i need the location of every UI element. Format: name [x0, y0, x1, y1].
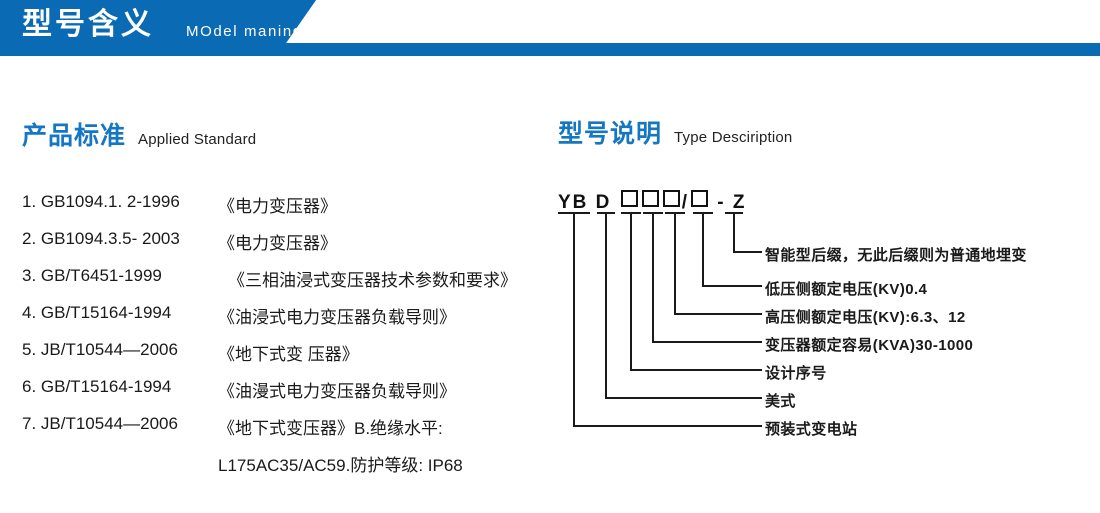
banner-title: 型号含义: [22, 8, 154, 41]
standard-name: 《电力变压器》: [218, 234, 337, 253]
leader-lines: [558, 212, 762, 427]
section-heading-type: 型号说明 Type Desciription: [558, 114, 792, 150]
list-item: 5. JB/T10544—2006 《地下式变 压器》: [22, 340, 552, 377]
model-label-lv-voltage: 低压侧额定电压(KV)0.4: [765, 281, 928, 298]
standard-name: 《三相油浸式变压器技术参数和要求》: [228, 271, 517, 290]
standard-name: 《油浸式电力变压器负载导则》: [218, 308, 456, 327]
list-item: 4. GB/T15164-1994 《油浸式电力变压器负载导则》: [22, 303, 552, 340]
standard-code: 2. GB1094.3.5- 2003: [22, 229, 180, 248]
standard-code: 6. GB/T15164-1994: [22, 377, 172, 396]
list-item: 7. JB/T10544—2006 《地下式变压器》B.绝缘水平:: [22, 414, 552, 451]
model-label-hv-voltage: 高压侧额定电压(KV):6.3、12: [765, 309, 966, 326]
model-label-rated-capacity: 变压器额定容易(KVA)30-1000: [765, 337, 974, 354]
list-item: 3. GB/T6451-1999 《三相油浸式变压器技术参数和要求》: [22, 266, 552, 303]
model-label-design-serial: 设计序号: [765, 365, 827, 382]
standard-name: 《电力变压器》: [218, 197, 337, 216]
section-heading-type-cn: 型号说明: [558, 120, 663, 148]
model-label-prefab-substation: 预装式变电站: [765, 421, 858, 438]
standard-code: 7. JB/T10544—2006: [22, 414, 178, 433]
list-item: 1. GB1094.1. 2-1996 《电力变压器》: [22, 192, 552, 229]
banner-subtitle: MOdel maning: [186, 23, 303, 40]
code-placeholder-box: [690, 190, 708, 207]
model-code-line: YB D / - Z: [558, 190, 747, 213]
code-placeholder-box: [662, 190, 680, 207]
list-item: 6. GB/T15164-1994 《油漫式电力变压器负载导则》: [22, 377, 552, 414]
page-header-banner: 型号含义 MOdel maning: [0, 0, 1100, 56]
standard-code: 4. GB/T15164-1994: [22, 303, 172, 322]
model-code-diagram: YB D / - Z 智能型后缀，无此后缀则为普通: [556, 190, 1096, 440]
standard-name: 《地下式变 压器》: [218, 345, 359, 364]
code-placeholder-box: [641, 190, 659, 207]
standard-code: 1. GB1094.1. 2-1996: [22, 192, 180, 211]
banner-shape: [0, 0, 1100, 56]
standard-code: 3. GB/T6451-1999: [22, 266, 162, 285]
model-label-intelligent-suffix: 智能型后缀，无此后缀则为普通地埋变: [765, 247, 1027, 264]
section-heading-type-en: Type Desciription: [674, 129, 793, 146]
section-heading-standard-cn: 产品标准: [22, 122, 127, 150]
list-item: 2. GB1094.3.5- 2003 《电力变压器》: [22, 229, 552, 266]
standard-name-continued: L175AC35/AC59.防护等级: IP68: [218, 456, 463, 475]
list-item-continuation: L175AC35/AC59.防护等级: IP68: [22, 451, 552, 488]
standard-name: 《油漫式电力变压器负载导则》: [218, 382, 456, 401]
section-heading-standard: 产品标准 Applied Standard: [22, 116, 256, 152]
standard-name: 《地下式变压器》B.绝缘水平:: [218, 419, 443, 438]
code-placeholder-box: [620, 190, 638, 207]
section-heading-standard-en: Applied Standard: [138, 131, 257, 148]
model-label-american-style: 美式: [765, 393, 796, 410]
standards-list: 1. GB1094.1. 2-1996 《电力变压器》 2. GB1094.3.…: [22, 192, 552, 488]
standard-code: 5. JB/T10544—2006: [22, 340, 178, 359]
